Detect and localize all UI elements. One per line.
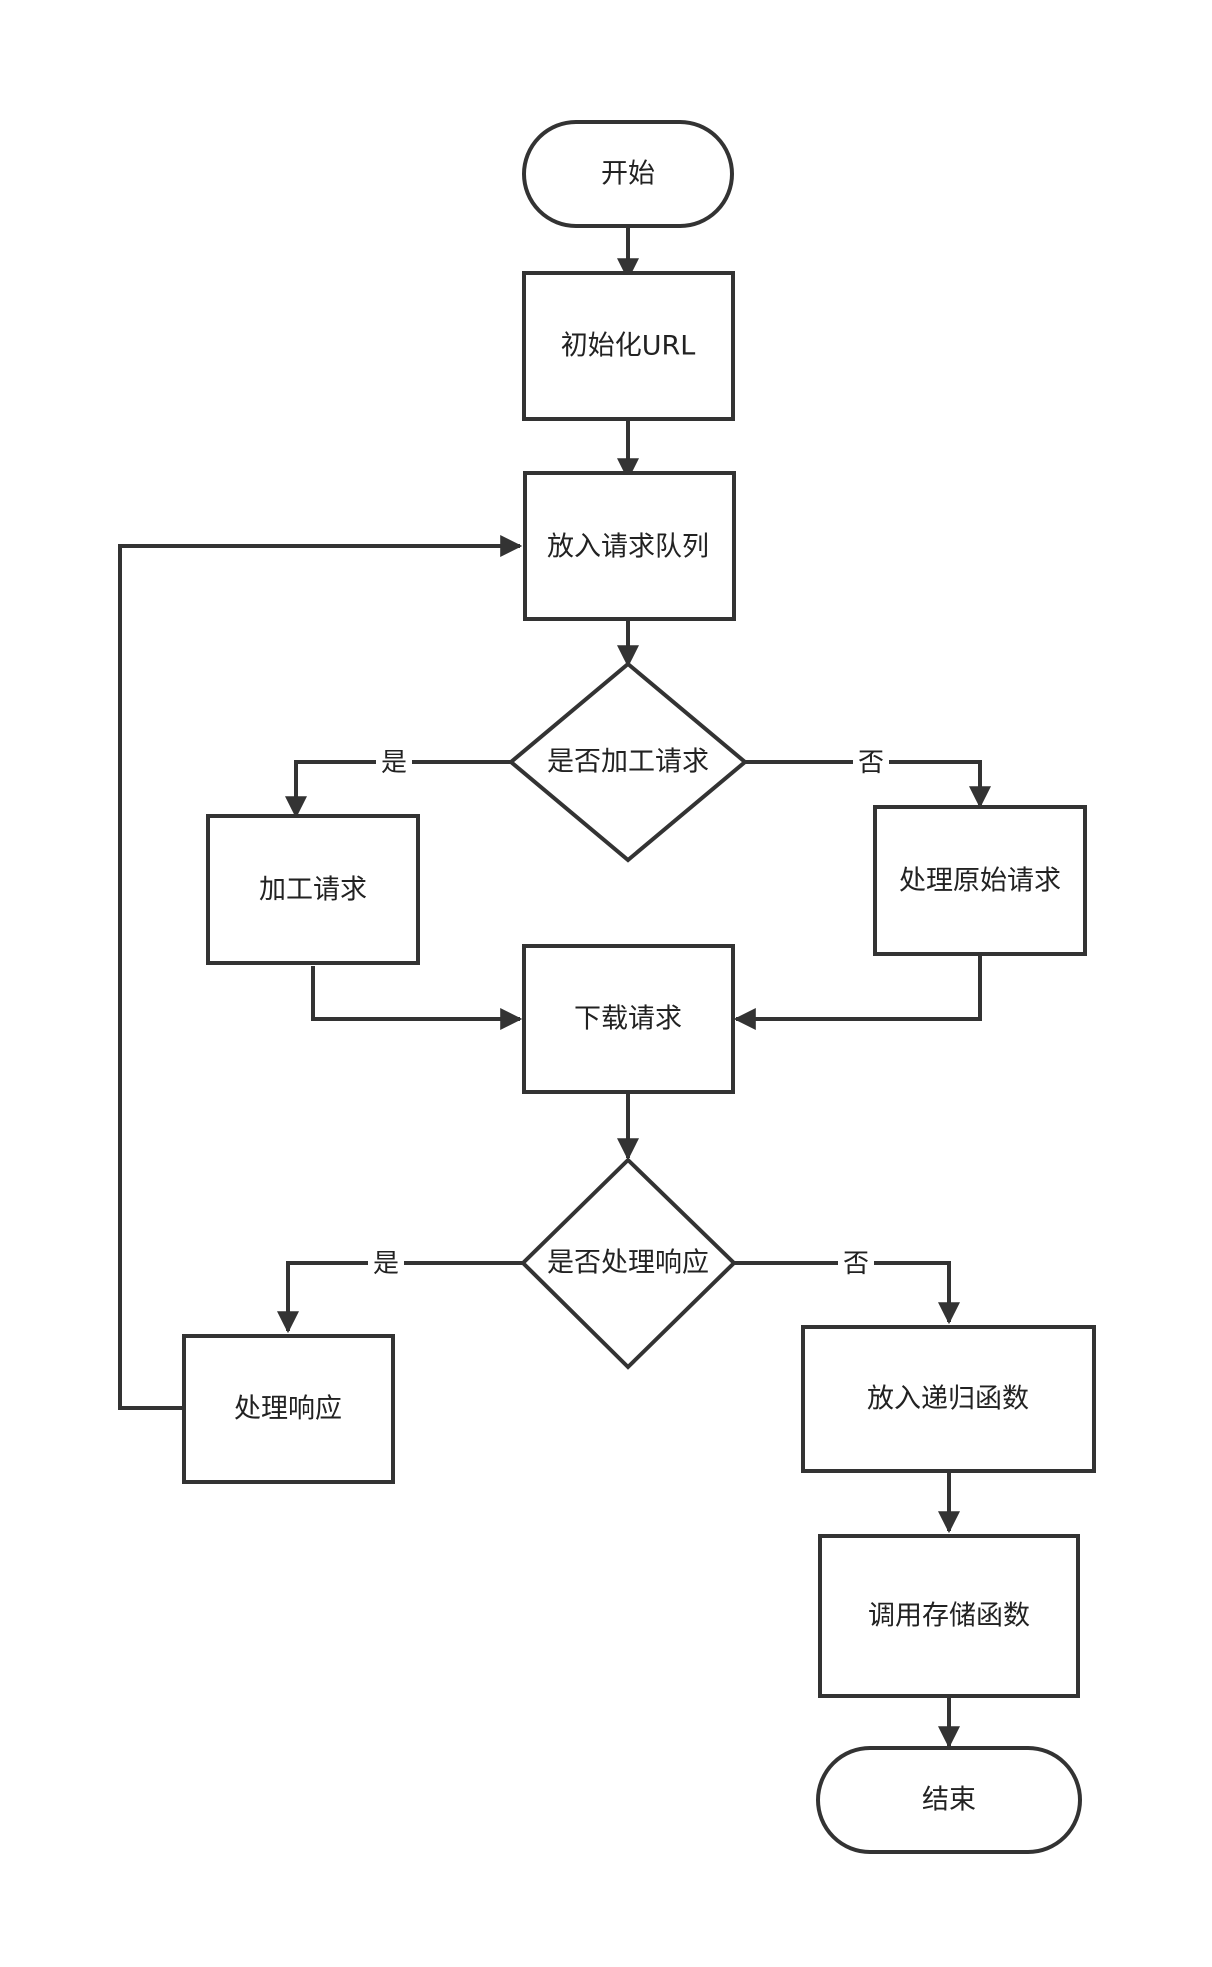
edge-label-no-1: 否 — [858, 748, 884, 778]
edge-decision2-yes-to-handle — [277, 1261, 523, 1334]
node-process-request: 加工请求 — [206, 814, 420, 965]
node-enqueue: 放入请求队列 — [523, 471, 736, 621]
init-url-label: 初始化URL — [561, 331, 696, 362]
start-label: 开始 — [601, 159, 655, 190]
decision-process-request-diamond — [507, 661, 749, 863]
node-end: 结束 — [816, 1746, 1082, 1854]
node-decision-process-request: 是否加工请求 — [507, 661, 749, 863]
edge-label-yes-2: 是 — [373, 1249, 399, 1279]
handle-response-box — [182, 1334, 395, 1484]
edge-decision1-yes-to-process — [285, 760, 512, 819]
node-handle-raw-request: 处理原始请求 — [873, 805, 1087, 956]
recursive-function-box — [801, 1325, 1096, 1473]
recursive-function-label: 放入递归函数 — [867, 1384, 1029, 1415]
node-recursive-function: 放入递归函数 — [801, 1325, 1096, 1473]
call-storage-function-label: 调用存储函数 — [868, 1601, 1030, 1632]
node-init-url: 初始化URL — [522, 271, 735, 421]
enqueue-box — [523, 471, 736, 621]
handle-raw-request-label: 处理原始请求 — [899, 866, 1061, 897]
node-decision-handle-response: 是否处理响应 — [520, 1157, 737, 1370]
download-request-box — [522, 944, 735, 1094]
handle-raw-request-box — [873, 805, 1087, 956]
node-download-request: 下载请求 — [522, 944, 735, 1094]
start-terminator-shape — [522, 120, 734, 228]
edges — [118, 228, 991, 1749]
decision-handle-response-diamond — [520, 1157, 737, 1370]
handle-response-label: 处理响应 — [234, 1394, 342, 1425]
end-label: 结束 — [922, 1785, 976, 1816]
edge-label-yes-1: 是 — [381, 748, 407, 778]
end-terminator-shape — [816, 1746, 1082, 1854]
enqueue-label: 放入请求队列 — [547, 532, 709, 563]
call-storage-function-box — [818, 1534, 1080, 1698]
process-request-label: 加工请求 — [259, 875, 367, 906]
init-url-box — [522, 271, 735, 421]
edge-process-to-download — [311, 966, 523, 1030]
decision-handle-response-label: 是否处理响应 — [547, 1248, 709, 1279]
edge-decision1-no-to-raw — [744, 760, 991, 809]
decision-process-request-label: 是否加工请求 — [547, 747, 709, 778]
edge-decision2-no-to-recursive — [733, 1261, 960, 1325]
process-request-box — [206, 814, 420, 965]
download-request-label: 下载请求 — [574, 1004, 682, 1035]
node-start: 开始 — [522, 120, 734, 228]
edge-handle-loop-to-enqueue — [118, 535, 523, 1410]
node-handle-response: 处理响应 — [182, 1334, 395, 1484]
edge-labels: 是 否 是 否 — [368, 745, 889, 1280]
edge-label-no-2: 否 — [843, 1249, 869, 1279]
edge-raw-to-download — [733, 956, 982, 1030]
node-call-storage-function: 调用存储函数 — [818, 1534, 1080, 1698]
